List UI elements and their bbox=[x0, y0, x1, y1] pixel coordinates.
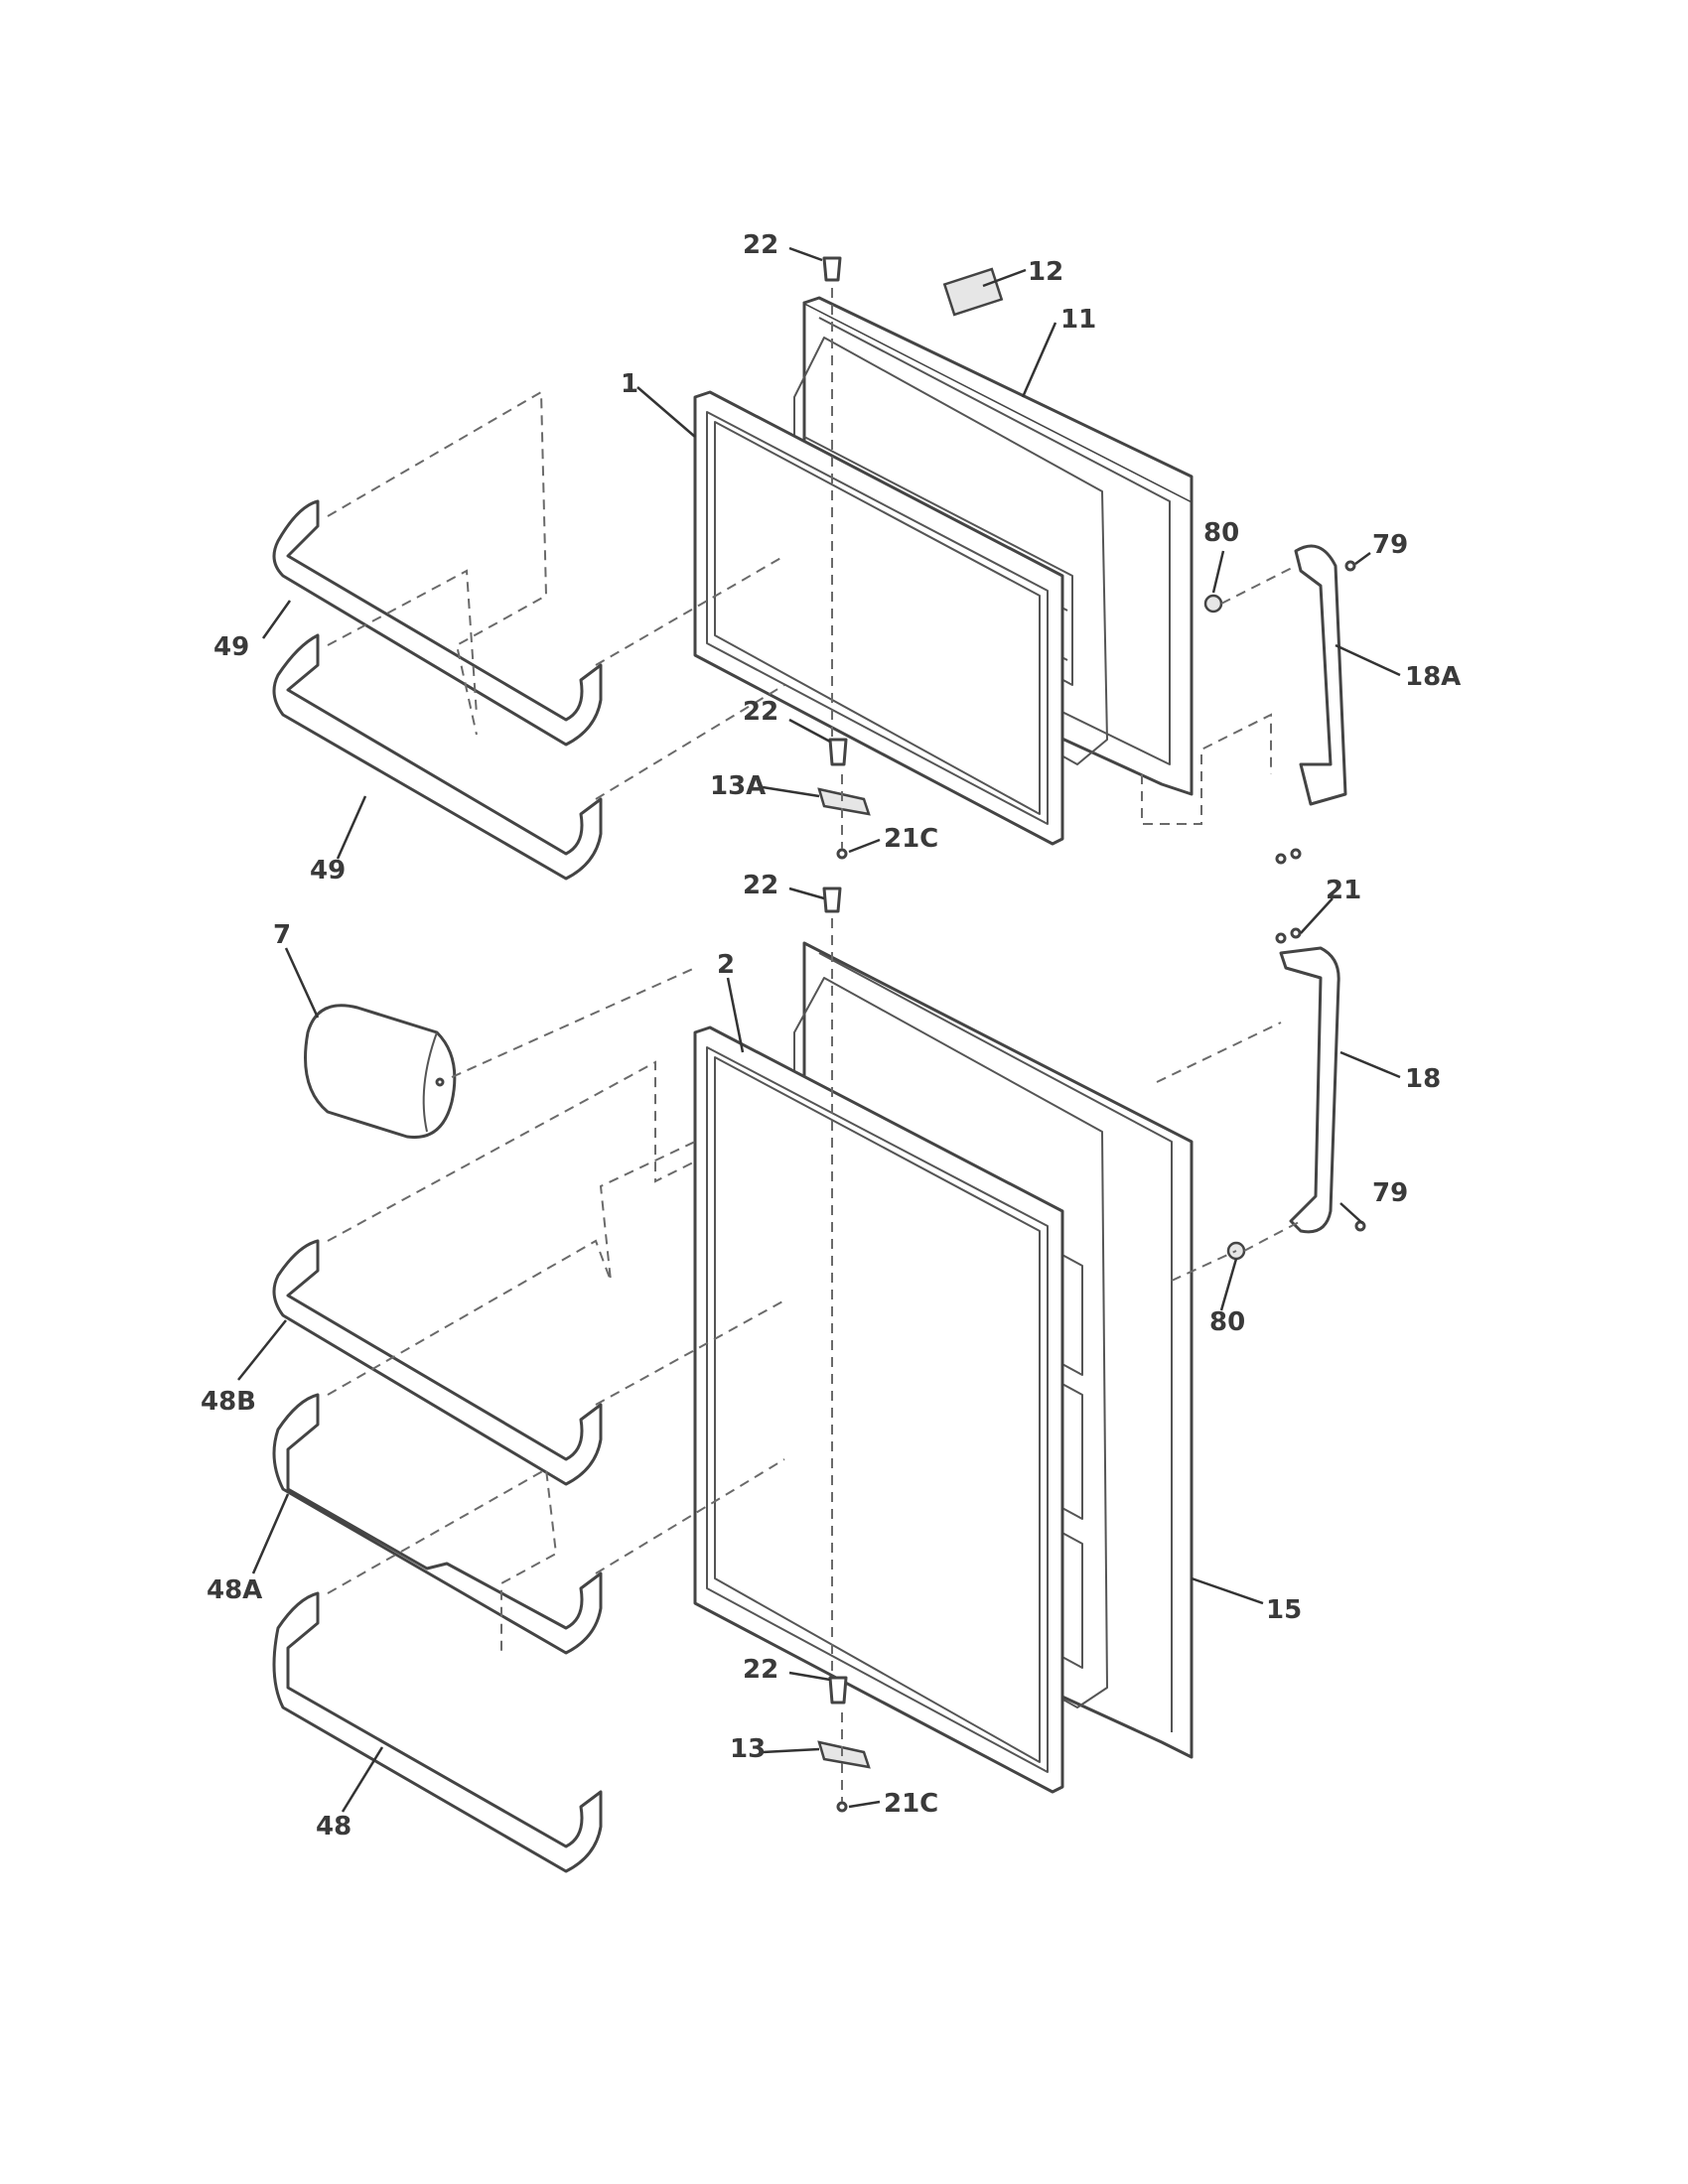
fresh-food-handle-assembly bbox=[1156, 927, 1366, 1282]
fresh-food-door-gasket bbox=[693, 1025, 1064, 1794]
callout-22-top-a: 22 bbox=[743, 230, 778, 260]
nameplate-12 bbox=[942, 267, 1004, 317]
freezer-door-assembly bbox=[693, 256, 1194, 860]
freezer-bin-49-upper bbox=[272, 499, 603, 747]
callout-1: 1 bbox=[621, 369, 638, 399]
screw-79-upper bbox=[1344, 560, 1356, 572]
screw-21C-upper bbox=[836, 848, 848, 860]
callout-13: 13 bbox=[730, 1734, 766, 1764]
door-bin-48B bbox=[272, 1239, 603, 1486]
top-hinge-pin-upper bbox=[822, 256, 842, 282]
fresh-food-door-side bbox=[818, 952, 1173, 1732]
hinge-pin-22-upper-bottom bbox=[828, 738, 848, 766]
callout-49-b: 49 bbox=[310, 856, 346, 886]
callout-11: 11 bbox=[1060, 305, 1096, 335]
callout-13A: 13A bbox=[710, 771, 766, 801]
fresh-food-door-assembly bbox=[693, 887, 1194, 1813]
callout-22-bottom-a: 22 bbox=[743, 871, 778, 900]
hinge-13 bbox=[817, 1740, 871, 1769]
freezer-door-bins bbox=[272, 390, 785, 881]
leader-lines bbox=[237, 246, 1401, 1813]
screw-21-c bbox=[1275, 932, 1287, 944]
callout-22-bottom-b: 22 bbox=[743, 1655, 778, 1685]
callout-48: 48 bbox=[316, 1812, 352, 1842]
freezer-door-side bbox=[802, 296, 1194, 503]
freezer-door-gasket bbox=[693, 390, 1064, 846]
callout-80-top: 80 bbox=[1203, 518, 1239, 548]
door-bin-48A bbox=[272, 1393, 603, 1655]
dairy-cover-7 bbox=[304, 1004, 457, 1140]
screw-80-upper bbox=[1203, 594, 1223, 614]
freezer-handle-18A bbox=[1294, 544, 1347, 806]
screw-21-b bbox=[1290, 848, 1302, 860]
callout-15: 15 bbox=[1266, 1595, 1302, 1625]
fresh-food-door-bins bbox=[272, 1060, 785, 1873]
callout-21C-bottom: 21C bbox=[884, 1789, 938, 1819]
screw-21-a bbox=[1275, 853, 1287, 865]
callout-labels: 22 12 11 1 80 79 18A 22 13A 21C 49 49 22… bbox=[201, 230, 1461, 1842]
callout-18: 18 bbox=[1405, 1064, 1441, 1094]
callout-48B: 48B bbox=[201, 1387, 256, 1417]
callout-7: 7 bbox=[273, 920, 291, 950]
callout-2: 2 bbox=[717, 950, 735, 980]
door-bin-48 bbox=[272, 1591, 603, 1873]
top-hinge-pin-lower bbox=[822, 887, 842, 913]
callout-21C-top: 21C bbox=[884, 824, 938, 854]
callout-21: 21 bbox=[1326, 876, 1361, 905]
freezer-handle-assembly bbox=[1141, 544, 1356, 865]
screw-21-d bbox=[1290, 927, 1302, 939]
hinge-13A bbox=[817, 787, 871, 816]
callout-49-a: 49 bbox=[213, 632, 249, 662]
fresh-food-handle-18 bbox=[1279, 946, 1340, 1234]
callout-48A: 48A bbox=[207, 1575, 262, 1605]
callout-79-top: 79 bbox=[1372, 530, 1408, 560]
hinge-pin-22-lower-bottom bbox=[828, 1676, 848, 1705]
callout-80-bottom: 80 bbox=[1209, 1307, 1245, 1337]
callout-18A: 18A bbox=[1405, 662, 1461, 692]
callout-12: 12 bbox=[1028, 257, 1063, 287]
callout-79-bottom: 79 bbox=[1372, 1178, 1408, 1208]
dairy-door-7 bbox=[304, 967, 696, 1140]
screw-21C-lower bbox=[836, 1801, 848, 1813]
callout-22-top-b: 22 bbox=[743, 697, 778, 727]
screw-79-lower bbox=[1354, 1220, 1366, 1232]
freezer-bin-49-lower bbox=[272, 633, 603, 881]
